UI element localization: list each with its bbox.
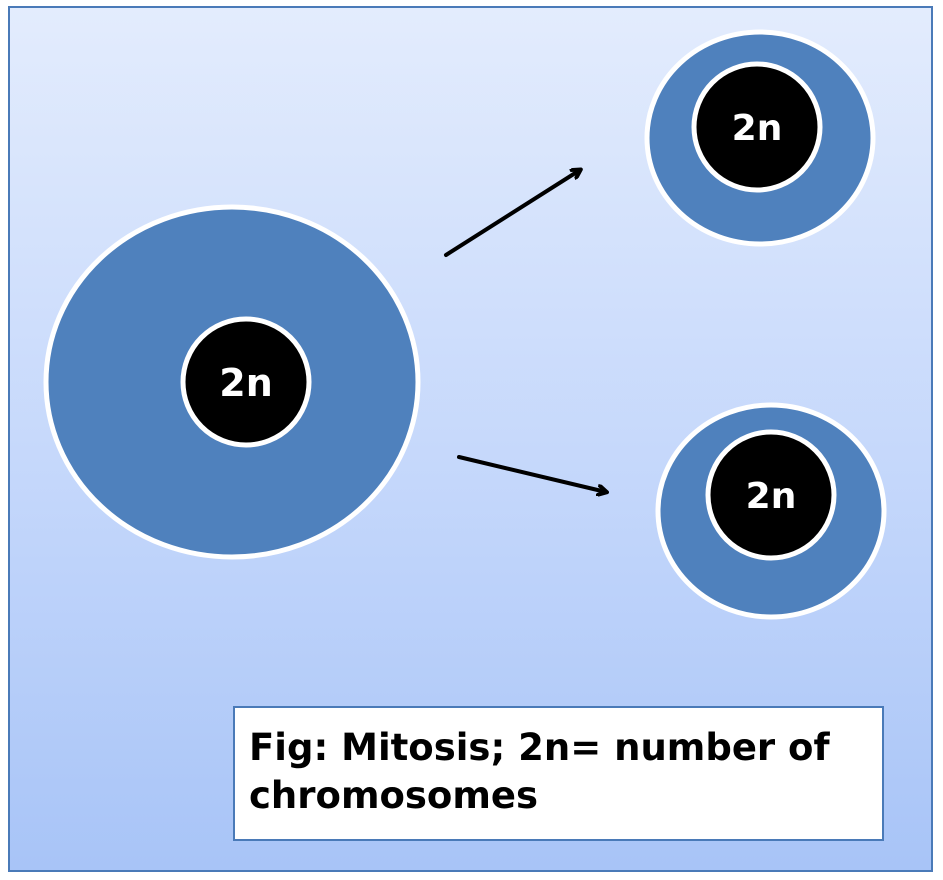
daughter-top-nucleus-label: 2n [732, 108, 783, 149]
parent-nucleus-label: 2n [219, 361, 273, 405]
caption-text: Fig: Mitosis; 2n= number of chromosomes [249, 726, 830, 817]
arrow-to-top-daughter [444, 170, 580, 257]
daughter-cell-bottom: 2n [655, 402, 887, 620]
figure-caption: Fig: Mitosis; 2n= number of chromosomes [233, 706, 884, 841]
arrow-to-bottom-daughter [457, 455, 606, 492]
daughter-bottom-nucleus-label: 2n [746, 476, 797, 517]
parent-cell: 2n [43, 204, 421, 560]
daughter-cell-top: 2n [644, 29, 876, 247]
daughter-top-nucleus [691, 61, 823, 193]
parent-nucleus [180, 316, 312, 448]
daughter-bottom-nucleus [705, 429, 837, 561]
